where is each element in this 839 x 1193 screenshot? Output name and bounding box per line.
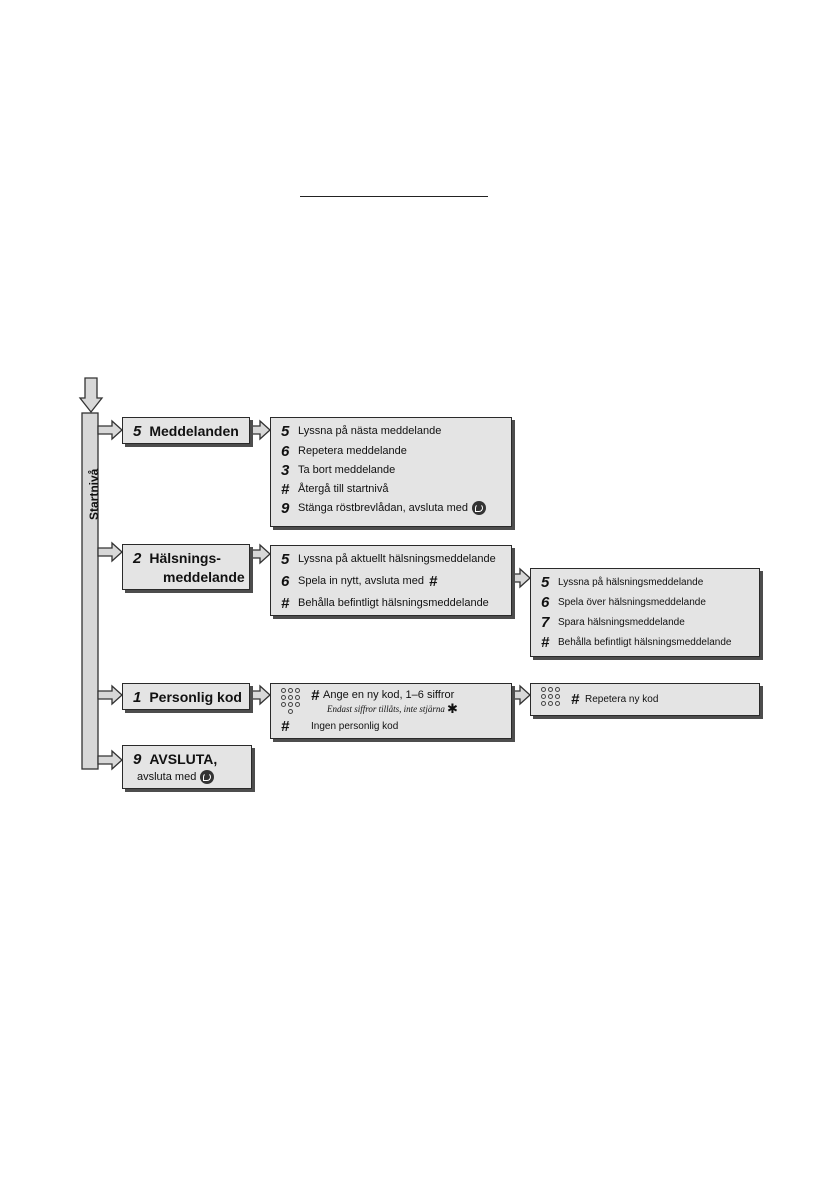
menu-label-2: avsluta med bbox=[137, 771, 197, 783]
option-key: 5 bbox=[281, 550, 290, 568]
option-key: 6 bbox=[281, 442, 290, 460]
option-text: Ta bort meddelande bbox=[298, 464, 396, 476]
star-icon: ✱ bbox=[446, 701, 458, 716]
menu-halsning[interactable]: 2 Hälsnings- meddelande bbox=[122, 544, 250, 590]
option-key: 3 bbox=[281, 461, 290, 479]
entry-arrow bbox=[78, 377, 104, 414]
option-text: Spara hälsningsmeddelande bbox=[558, 616, 685, 628]
menu-key: 5 bbox=[133, 422, 142, 440]
option-text: Lyssna på nästa meddelande bbox=[298, 425, 442, 437]
option-key: 6 bbox=[281, 572, 290, 590]
menu-key: 2 bbox=[133, 549, 142, 567]
option-text: Återgå till startnivå bbox=[298, 483, 389, 495]
startniva-label: Startnivå bbox=[87, 468, 101, 520]
option-text: Lyssna på hälsningsmeddelande bbox=[558, 576, 704, 588]
menu-label-2: meddelande bbox=[163, 569, 245, 585]
option-text: Spela över hälsningsmeddelande bbox=[558, 596, 706, 608]
option-text: Lyssna på aktuellt hälsningsmeddelande bbox=[298, 553, 496, 565]
hash-key: # bbox=[571, 690, 580, 708]
phone-hangup-icon bbox=[472, 501, 486, 515]
repeat-code-text: Repetera ny kod bbox=[585, 693, 659, 705]
menu-label: AVSLUTA, bbox=[149, 751, 218, 767]
new-code-text: Ange en ny kod, 1–6 siffror bbox=[323, 689, 455, 701]
option-key: 6 bbox=[541, 593, 550, 611]
halsning-sub-options: 5 Lyssna på hälsningsmeddelande 6 Spela öv… bbox=[530, 568, 760, 657]
menu-key: 9 bbox=[133, 750, 142, 768]
branch-arrow-kod bbox=[97, 684, 123, 706]
kod-options: # Ange en ny kod, 1–6 siffror Endast sif… bbox=[270, 683, 512, 739]
menu-label: Personlig kod bbox=[149, 689, 242, 705]
no-code-text: Ingen personlig kod bbox=[311, 720, 399, 732]
option-text: Spela in nytt, avsluta med bbox=[298, 575, 424, 587]
keypad-icon bbox=[281, 688, 300, 714]
option-key: 5 bbox=[541, 573, 550, 591]
hash-key: # bbox=[281, 717, 290, 735]
menu-label: Meddelanden bbox=[149, 423, 239, 439]
trunk-bar bbox=[81, 412, 99, 770]
branch-arrow-meddelanden bbox=[97, 419, 123, 441]
menu-avsluta[interactable]: 9 AVSLUTA, avsluta med bbox=[122, 745, 252, 789]
option-key: # bbox=[281, 594, 290, 612]
arrow-kod-repeat bbox=[511, 684, 531, 706]
menu-label: Hälsnings- bbox=[149, 550, 221, 566]
option-text: Behålla befintligt hälsningsmeddelande bbox=[298, 597, 489, 609]
arrow-meddelanden-options bbox=[249, 419, 271, 441]
arrow-kod-options bbox=[249, 684, 271, 706]
arrow-halsning-options bbox=[249, 543, 271, 565]
option-key: 9 bbox=[281, 499, 290, 517]
hash-key: # bbox=[428, 572, 438, 590]
option-key: 5 bbox=[281, 422, 290, 440]
kod-repeat: # Repetera ny kod bbox=[530, 683, 760, 716]
menu-kod[interactable]: 1 Personlig kod bbox=[122, 683, 250, 710]
keypad-icon bbox=[541, 687, 560, 706]
branch-arrow-avsluta bbox=[97, 749, 123, 771]
option-key: 7 bbox=[541, 613, 550, 631]
arrow-halsning-sub bbox=[511, 567, 531, 589]
option-text: Behålla befintligt hälsningsmeddelande bbox=[558, 636, 732, 648]
menu-meddelanden[interactable]: 5 Meddelanden bbox=[122, 417, 250, 444]
option-key: # bbox=[541, 633, 550, 651]
option-key: # bbox=[281, 480, 290, 498]
menu-key: 1 bbox=[133, 688, 142, 706]
option-text: Repetera meddelande bbox=[298, 445, 407, 457]
phone-hangup-icon bbox=[200, 770, 215, 784]
branch-arrow-halsning bbox=[97, 541, 123, 563]
meddelanden-options: 5 Lyssna på nästa meddelande 6 Repetera me… bbox=[270, 417, 512, 527]
code-note: Endast siffror tillåts, inte stjärna bbox=[327, 704, 445, 714]
hash-key: # bbox=[311, 686, 320, 704]
header-rule bbox=[300, 196, 488, 197]
option-text: Stänga röstbrevlådan, avsluta med bbox=[298, 502, 468, 514]
